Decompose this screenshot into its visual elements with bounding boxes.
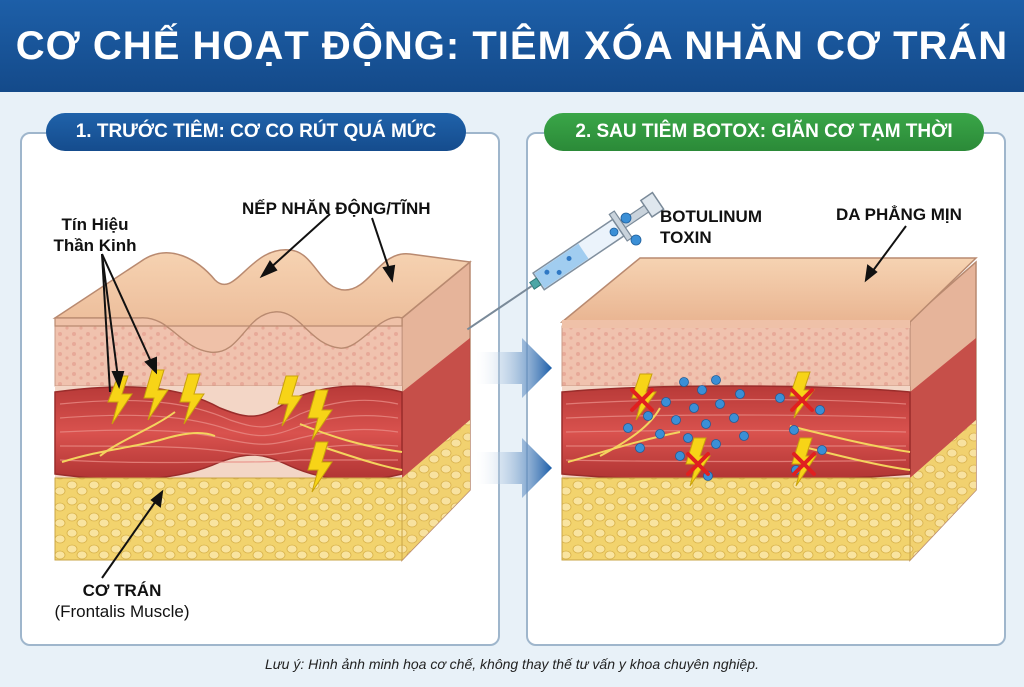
after-panel-header: 2. SAU TIÊM BOTOX: GIÃN CƠ TẠM THỜI [544,113,984,151]
nerve-fibers [61,411,403,471]
disclaimer-footnote: Lưu ý: Hình ảnh minh họa cơ chế, không t… [265,656,759,672]
frontalis-muscle-label-line-2: (Frontalis Muscle) [54,602,190,621]
syringe-icon [466,191,665,331]
frontalis-muscle-label: CƠ TRÁN (Frontalis Muscle) [42,580,202,622]
toxin-particles [623,375,827,481]
botulinum-toxin-label: BOTULINUM TOXIN [660,206,762,248]
frontalis-muscle-label-line-1: CƠ TRÁN [82,581,162,600]
wrinkle-label: NẾP NHĂN ĐỘNG/TĨNH [242,199,431,218]
botulinum-toxin-label-line-2: TOXIN [660,228,712,247]
blocked-signal-x-icons [630,388,816,476]
smooth-skin-label: DA PHẲNG MỊN [836,205,962,224]
nerve-signal-label: Tín Hiệu Thần Kinh [52,214,138,256]
nerve-signal-bolt-icons [107,369,333,493]
after-tissue-block [466,191,978,562]
nerve-signal-label-line-1: Tín Hiệu [61,215,129,234]
botulinum-toxin-label-line-1: BOTULINUM [660,207,762,226]
title-banner: CƠ CHẾ HOẠT ĐỘNG: TIÊM XÓA NHĂN CƠ TRÁN [0,0,1024,92]
before-panel-header: 1. TRƯỚC TIÊM: CƠ CO RÚT QUÁ MỨC [46,113,466,151]
page-title: CƠ CHẾ HOẠT ĐỘNG: TIÊM XÓA NHĂN CƠ TRÁN [15,23,1009,68]
before-tissue-block [52,213,472,579]
nerve-signal-label-line-2: Thần Kinh [53,236,137,255]
transition-arrow-icons [476,338,552,498]
